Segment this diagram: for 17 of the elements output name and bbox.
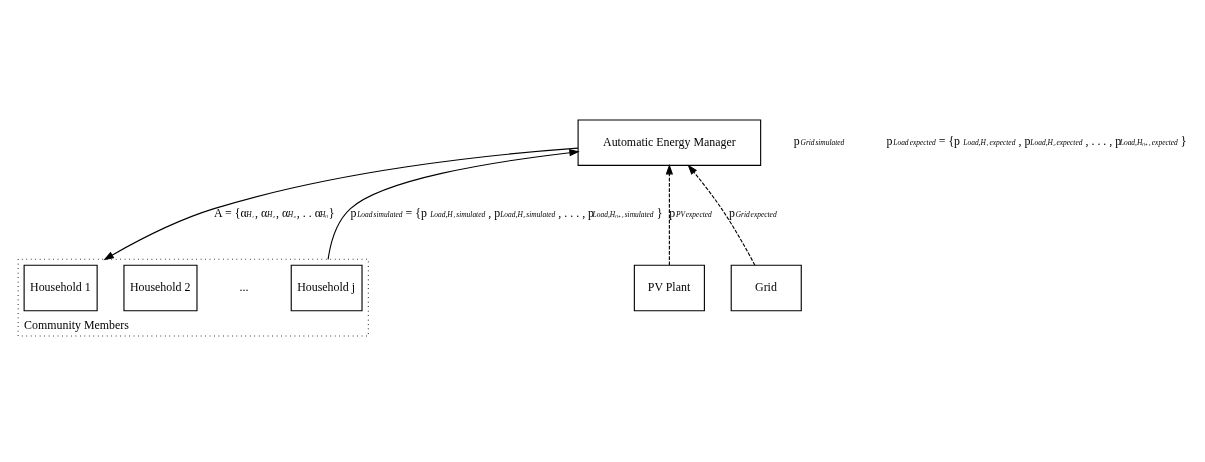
node-box: Household 2 xyxy=(123,264,198,312)
label: pGridsimulated xyxy=(793,133,845,148)
arrow xyxy=(665,163,674,266)
label: ... xyxy=(239,279,249,294)
edge-label: A = {αH₁, αH₂, αH₃, . . αHₙ} xyxy=(214,206,335,221)
edge-label: pPVexpected xyxy=(669,206,712,221)
node-box: Household j xyxy=(290,264,363,312)
arrow xyxy=(327,149,580,260)
edge-label: pLoadsimulated = {pLoad,H₁simulated, pLoad,H₂simulated, . . . , pLoad,Hₙ₊₁simulated} xyxy=(350,206,663,221)
edge-label: pGridexpected xyxy=(728,206,777,221)
node-box: Grid xyxy=(730,264,802,312)
label: pLoadexpected = {pLoad,H₁expected, pLoad,H₂expected, . . . , pLoad,Hₙ₊₁expected} xyxy=(886,133,1187,148)
node-box: Household 1 xyxy=(23,264,98,312)
node-box: PV Plant xyxy=(633,264,705,312)
arrow xyxy=(103,147,579,261)
node-box: Automatic Energy Manager xyxy=(577,119,762,166)
arrow xyxy=(687,164,756,266)
